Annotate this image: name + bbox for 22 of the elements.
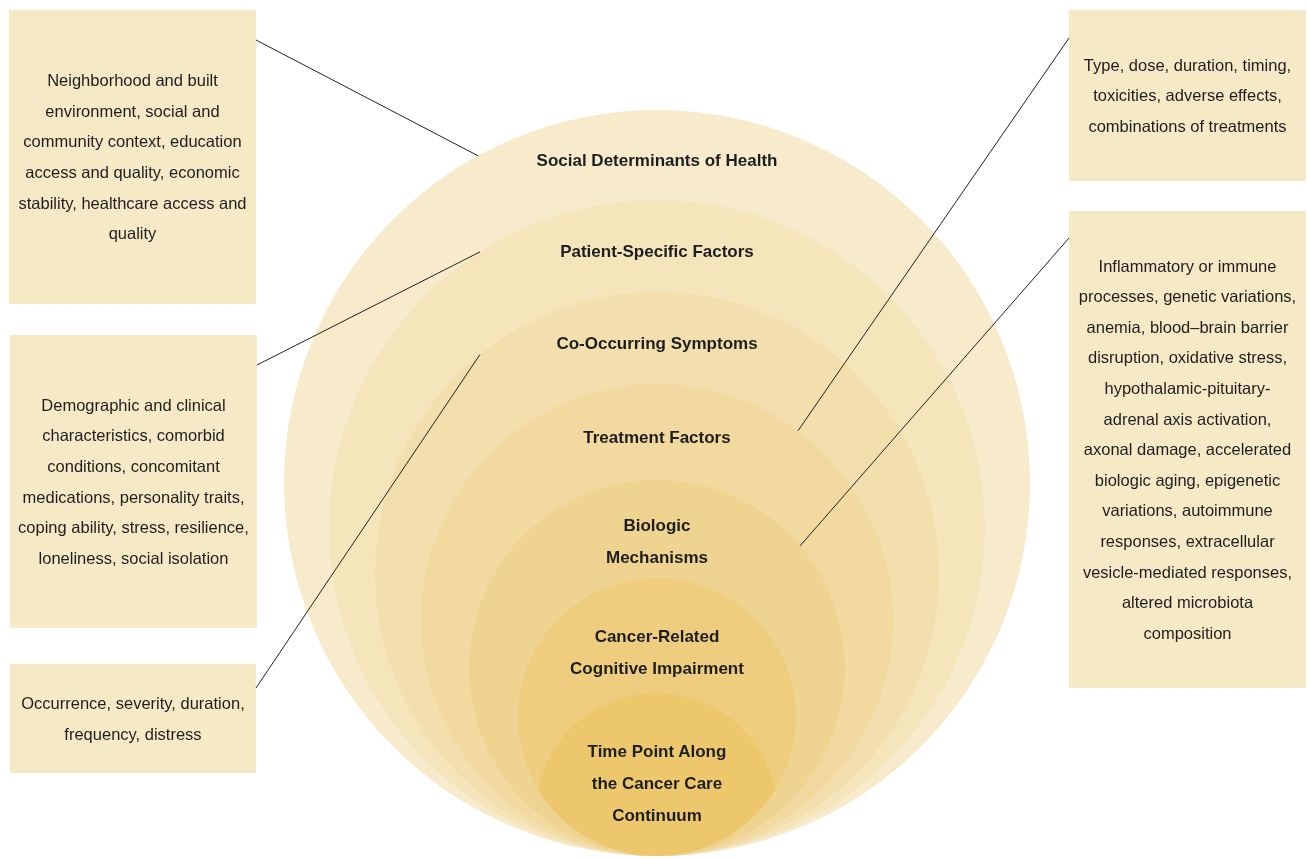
leader-line [799,237,1070,547]
panel-text: Occurrence, severity, duration, frequency, distress [20,692,246,745]
circle-label: Co-Occurring Symptoms [555,333,759,355]
text-panel [9,10,256,304]
circle-label: Treatment Factors [582,427,732,449]
circle-label: Time Point Along the Cancer Care Continuum [586,741,728,827]
text-panel [1069,10,1306,181]
circle-label: Biologic Mechanisms [604,515,709,569]
text-panel [1069,211,1306,688]
leader-line [256,251,481,366]
circle-label: Cancer-Related Cognitive Impairment [569,626,745,680]
leader-line [255,353,481,689]
text-panel [10,664,256,773]
panel-text: Neighborhood and built environment, social and community context, education access and quality, economic stability, healthcare access and quality [17,70,248,245]
circle-label: Patient-Specific Factors [559,241,755,263]
text-panel [10,335,257,628]
circle-label: Social Determinants of Health [535,150,779,172]
leader-line [797,37,1070,432]
panel-text: Inflammatory or immune processes, genetic variations, anemia, blood–brain barrier disruption, oxidative stress, hypothalamic-pituitary-adrenal axis activation, axonal damage, accelerated biologic aging, epigenetic variations, autoimmune responses, extracellular vesicle-mediated responses, altered microbiota composition [1077,255,1298,644]
panel-text: Type, dose, duration, timing, toxicities, adverse effects, combinations of treatments [1082,54,1293,137]
panel-text: Demographic and clinical characteristics, comorbid conditions, concomitant medications, personality traits, coping ability, stress, resilience, loneliness, social isolation [18,394,249,569]
leader-line [255,39,479,157]
